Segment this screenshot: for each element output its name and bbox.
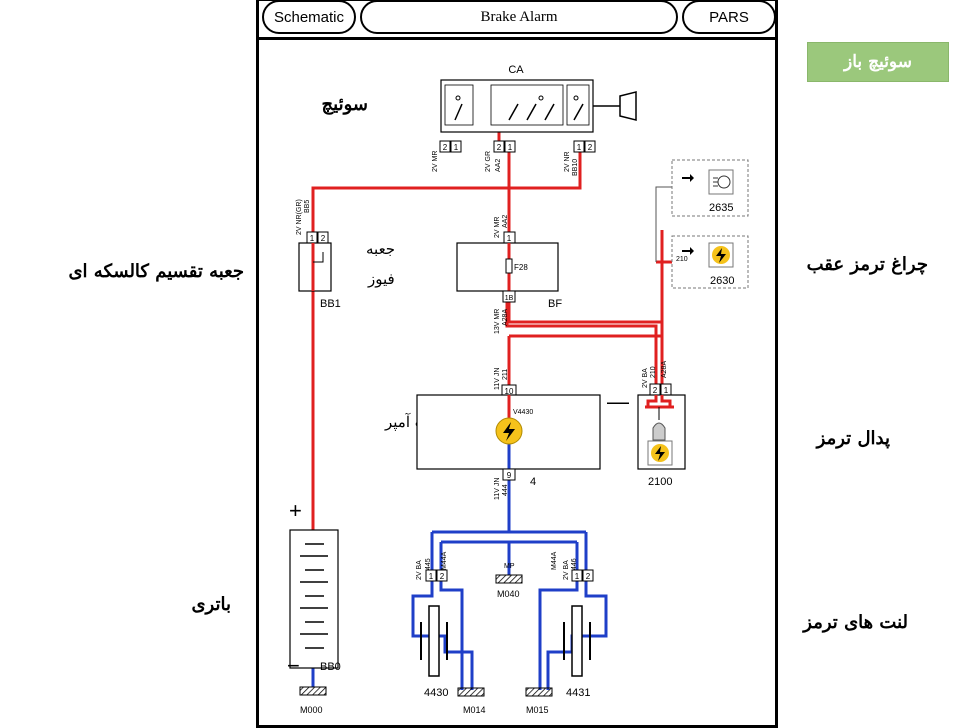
svg-text:2V NR(GR): 2V NR(GR) <box>296 199 303 235</box>
svg-text:BF: BF <box>548 298 562 310</box>
svg-text:1: 1 <box>454 143 459 152</box>
svg-text:BB10: BB10 <box>572 159 579 176</box>
svg-text:445: 445 <box>425 558 432 570</box>
label-distribution-box: جعبه تقسیم کالسکه ای <box>68 261 244 282</box>
svg-text:1: 1 <box>577 143 582 152</box>
svg-text:4431: 4431 <box>566 687 590 699</box>
svg-text:9: 9 <box>507 471 512 480</box>
svg-text:M014: M014 <box>463 705 486 715</box>
label-fuse-box-1: جعبه <box>366 240 396 258</box>
ground-m014: M014 <box>457 687 486 715</box>
switch-state-badge[interactable]: سوئیچ باز <box>807 42 949 82</box>
svg-text:2635: 2635 <box>709 202 733 214</box>
svg-text:2: 2 <box>321 234 326 243</box>
brake-pedal-2100: 2V BA 210 A28A 2 1 2100 <box>637 361 686 488</box>
svg-text:2V BA: 2V BA <box>416 560 423 580</box>
fuse-box-bf: 2V MR AA2 1 F28 1B BF 13V MR A28A <box>456 215 562 334</box>
dashboard-4: 11V JN 211 10 V4430 9 4 11V JN 444 — <box>416 368 629 500</box>
svg-text:M44A: M44A <box>551 551 558 570</box>
page-title: Brake Alarm <box>360 0 678 34</box>
svg-text:2: 2 <box>586 572 591 581</box>
svg-text:1: 1 <box>508 143 513 152</box>
svg-text:4430: 4430 <box>424 687 448 699</box>
svg-text:210: 210 <box>650 366 657 378</box>
distribution-box-bb1: 2V NR(GR) BB5 1 2 BB1 <box>296 199 341 310</box>
svg-text:—: — <box>607 389 629 414</box>
battery-bb0: + − BB0 <box>287 498 341 678</box>
svg-text:13V MR: 13V MR <box>494 309 501 334</box>
ground-m015: M015 <box>525 687 553 715</box>
svg-text:446: 446 <box>571 558 578 570</box>
svg-text:−: − <box>287 653 300 678</box>
svg-text:2: 2 <box>588 143 593 152</box>
tab-schematic[interactable]: Schematic <box>262 0 356 34</box>
label-brake-pedal: پدال ترمز <box>816 428 890 449</box>
svg-text:M015: M015 <box>526 705 549 715</box>
label-switch: سوئیچ <box>321 94 368 115</box>
label-ca: CA <box>508 64 524 76</box>
svg-text:A28A: A28A <box>502 309 509 326</box>
svg-text:1: 1 <box>429 572 434 581</box>
ground-wires <box>311 480 608 690</box>
svg-text:AA2: AA2 <box>502 215 509 228</box>
svg-text:AA2: AA2 <box>495 159 502 172</box>
brake-pad-4431: 2V BA 446 M44A 1 2 4431 <box>551 551 594 699</box>
switch-ca: CA 2 1 2 1 1 2 2V MR <box>432 64 637 176</box>
svg-text:1: 1 <box>664 386 669 395</box>
svg-text:2V BA: 2V BA <box>642 368 649 388</box>
svg-text:BB5: BB5 <box>304 200 311 213</box>
svg-text:11V JN: 11V JN <box>494 368 501 390</box>
svg-text:211: 211 <box>502 369 509 380</box>
signal-wires <box>655 186 672 262</box>
svg-text:4: 4 <box>530 476 536 488</box>
svg-text:10: 10 <box>505 387 514 396</box>
svg-text:2V BA: 2V BA <box>563 560 570 580</box>
svg-text:A28A: A28A <box>661 361 668 378</box>
svg-text:2: 2 <box>653 386 658 395</box>
svg-text:2V MR: 2V MR <box>494 217 501 238</box>
svg-text:11V JN: 11V JN <box>494 478 501 500</box>
svg-text:444: 444 <box>502 484 509 496</box>
svg-text:BB1: BB1 <box>320 298 341 310</box>
svg-text:210: 210 <box>676 256 688 263</box>
tab-pars[interactable]: PARS <box>682 0 776 34</box>
svg-text:1B: 1B <box>505 295 514 302</box>
svg-text:M44A: M44A <box>441 551 448 570</box>
svg-text:MP: MP <box>504 563 515 570</box>
svg-text:BB0: BB0 <box>320 661 341 673</box>
svg-text:2V GR: 2V GR <box>485 151 492 172</box>
lamp-2630: 210 2630 <box>671 235 749 289</box>
svg-text:2: 2 <box>440 572 445 581</box>
header-divider <box>256 37 778 40</box>
ground-m040: MP M040 <box>495 563 523 599</box>
svg-text:F28: F28 <box>514 263 528 272</box>
label-battery: باتری <box>191 594 231 615</box>
svg-text:M000: M000 <box>300 705 323 715</box>
svg-text:1: 1 <box>575 572 580 581</box>
svg-text:M040: M040 <box>497 589 520 599</box>
svg-text:1: 1 <box>507 234 512 243</box>
lamp-2635: 2635 <box>671 159 749 217</box>
label-brake-pads: لنت های ترمز <box>803 612 908 633</box>
svg-text:2: 2 <box>497 143 502 152</box>
svg-text:2V NR: 2V NR <box>564 151 571 172</box>
label-rear-brake-light: چراغ ترمز عقب <box>806 254 928 275</box>
svg-text:2630: 2630 <box>710 275 734 287</box>
svg-text:2100: 2100 <box>648 476 672 488</box>
svg-text:1: 1 <box>310 234 315 243</box>
svg-text:V4430: V4430 <box>513 409 533 416</box>
brake-pad-4430: 2V BA 445 M44A 1 2 4430 <box>416 551 448 699</box>
label-fuse-box-2: فیوز <box>368 270 395 288</box>
svg-text:2V MR: 2V MR <box>432 151 439 172</box>
svg-text:+: + <box>289 498 302 523</box>
ground-m000: M000 <box>299 686 327 715</box>
svg-text:2: 2 <box>443 143 448 152</box>
